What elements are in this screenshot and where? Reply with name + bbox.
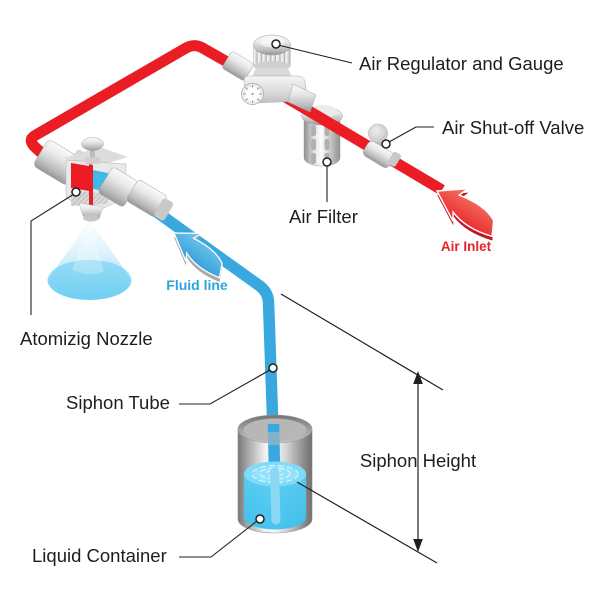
leader-siphon-tube (179, 369, 271, 405)
nozzle-adjuster-stem (90, 148, 95, 164)
gauge-ticks (243, 85, 262, 103)
leader-nozzle (30, 193, 75, 315)
marker-nozzle (71, 187, 81, 197)
label-atomizing-nozzle: Atomizig Nozzle (20, 328, 153, 349)
leader-markers (71, 39, 391, 524)
spray-cone-base (47, 260, 132, 300)
leader-regulator (277, 44, 353, 64)
label-air-filter: Air Filter (289, 206, 358, 227)
fluid-arrow-head (173, 232, 223, 279)
nozzle-tip-bottom (83, 214, 99, 222)
measure-arrowhead-up (413, 371, 423, 384)
marker-filter (322, 157, 332, 167)
nozzle-tip (78, 202, 104, 220)
air-shutoff-valve (363, 123, 401, 168)
measure-line-bottom (296, 481, 438, 564)
leader-liquid-container (179, 520, 258, 558)
tube-rim-reflection (268, 432, 280, 445)
fluid-line-arrow (173, 232, 223, 283)
siphon-tube-submerged (270, 467, 281, 525)
regulator-outlet-block (287, 83, 317, 113)
air-line-left (25, 40, 246, 162)
atomizing-nozzle (34, 137, 174, 222)
measure-line-top (280, 293, 444, 391)
marker-valve (381, 139, 391, 149)
measure-arrowhead-down (413, 539, 423, 552)
nozzle-right-end-cap (154, 198, 174, 221)
siphon-height-measure (280, 293, 444, 564)
label-liquid-container: Liquid Container (32, 545, 167, 566)
marker-siphon-tube (268, 363, 278, 373)
label-siphon-tube: Siphon Tube (66, 392, 170, 413)
air-inlet-arrow (435, 187, 495, 241)
leader-valve (388, 126, 434, 143)
label-air-regulator: Air Regulator and Gauge (359, 53, 564, 74)
liquid-container (237, 414, 313, 534)
regulator-inlet-fitting (222, 51, 254, 81)
label-fluid-line: Fluid line (166, 277, 228, 293)
marker-regulator (271, 39, 281, 49)
nozzle-adjuster-collar (85, 157, 100, 164)
leader-lines (30, 44, 434, 558)
label-siphon-height: Siphon Height (360, 450, 476, 471)
valve-flange (387, 151, 401, 167)
spray-cone (47, 220, 132, 300)
label-air-inlet: Air Inlet (441, 239, 492, 254)
fluid-line-pipe (136, 195, 279, 431)
nozzle-air-channel (71, 163, 89, 191)
marker-liquid-container (255, 514, 265, 524)
air-regulator (222, 34, 317, 113)
label-air-shutoff-valve: Air Shut-off Valve (442, 117, 584, 138)
regulator-gauge (241, 83, 264, 105)
valve-handle-texture (368, 124, 388, 143)
nozzle-adjuster-knob (81, 137, 104, 151)
air-inlet-arrow-head (435, 187, 495, 238)
regulator-collar (252, 68, 292, 77)
spray-cone-highlight (72, 222, 104, 275)
nozzle-center-channel (89, 164, 93, 213)
